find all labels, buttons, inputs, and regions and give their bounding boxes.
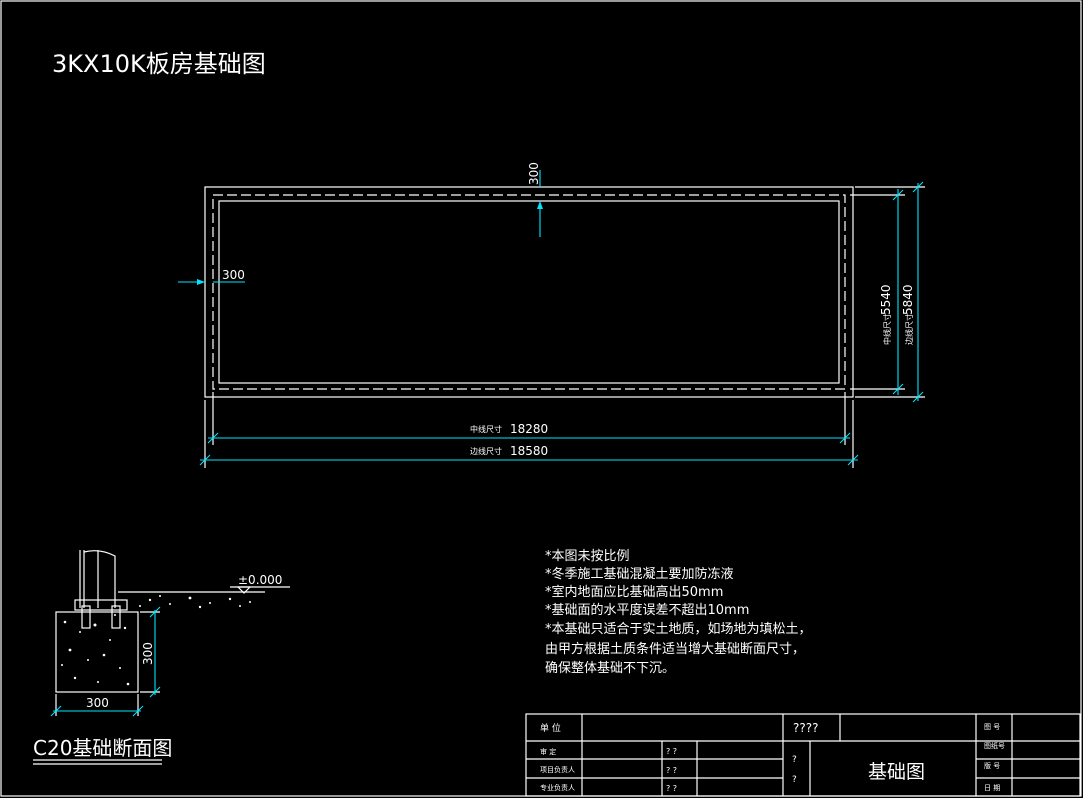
width-label: 300 (86, 696, 109, 710)
mid-mark-1: ? (792, 755, 797, 765)
width-outer-value: 18580 (510, 444, 548, 458)
drawing-title: 3KX10K板房基础图 (52, 50, 266, 78)
plan-inner-edge (218, 200, 840, 384)
note-7: 确保整体基础不下沉。 (545, 661, 675, 676)
title-block: 单 位 ???? 审 定 项目负责人 专业负责人 ? ? ? ? ? ? ? ?… (525, 713, 1081, 797)
plan-center-line (212, 194, 846, 390)
note-2: *冬季施工基础混凝土要加防冻液 (545, 566, 734, 582)
width-center-value: 18280 (510, 422, 548, 436)
right-label-2: 图纸号 (984, 741, 1005, 750)
row2-label: 审 定 (540, 747, 556, 756)
row4-label: 专业负责人 (540, 783, 575, 792)
plan-outer-edge (204, 186, 854, 398)
left-offset-label: 300 (222, 268, 245, 282)
width-outer-label: 边线尺寸 (470, 446, 502, 456)
right-label-3: 版 号 (984, 761, 1000, 770)
top-offset-dimension: 300 (527, 162, 543, 237)
concrete-block (55, 611, 139, 693)
height-outer-label: 边线尺寸 (904, 313, 914, 345)
elevation-label: ±0.000 (238, 573, 282, 587)
ground-hatch (139, 595, 251, 609)
height-outer-value: 5840 (901, 284, 915, 315)
notes: *本图未按比例 *冬季施工基础混凝土要加防冻液 *室内地面应比基础高出50mm … (545, 549, 812, 676)
depth-label: 300 (141, 642, 155, 665)
note-6: 由甲方根据土质条件适当增大基础断面尺寸， (545, 641, 805, 657)
left-offset-dimension: 300 (178, 268, 245, 285)
note-5: *本基础只适合于实土地质，如场地为填松土， (545, 621, 812, 637)
row3-label: 项目负责人 (540, 765, 575, 774)
note-1: *本图未按比例 (545, 549, 630, 564)
foundation-plan (204, 186, 854, 398)
right-label-1: 图 号 (984, 723, 1000, 731)
right-label-4: 日 期 (984, 784, 1000, 792)
mark-3: ? ? (666, 784, 677, 793)
unit-label: 单 位 (540, 722, 561, 734)
height-dimensions: 中线尺寸 5540 边线尺寸 5840 (850, 181, 925, 403)
note-4: *基础面的水平度误差不超出10mm (545, 602, 749, 618)
mid-mark-2: ? (792, 775, 797, 785)
project-value: ???? (793, 721, 818, 735)
mark-2: ? ? (666, 766, 677, 775)
concrete-hatch (61, 614, 130, 686)
width-center-label: 中线尺寸 (470, 424, 502, 434)
height-center-label: 中线尺寸 (882, 313, 892, 345)
mark-1: ? ? (666, 747, 677, 756)
height-center-value: 5540 (879, 284, 893, 315)
width-dimensions: 中线尺寸 18280 边线尺寸 18580 (199, 392, 859, 468)
foundation-section: ±0.000 300 300 C20基础断面图 (33, 550, 290, 765)
section-caption: C20基础断面图 (33, 736, 172, 760)
note-3: *室内地面应比基础高出50mm (545, 584, 723, 600)
top-offset-label: 300 (527, 162, 541, 185)
drawing-name: 基础图 (868, 761, 925, 783)
